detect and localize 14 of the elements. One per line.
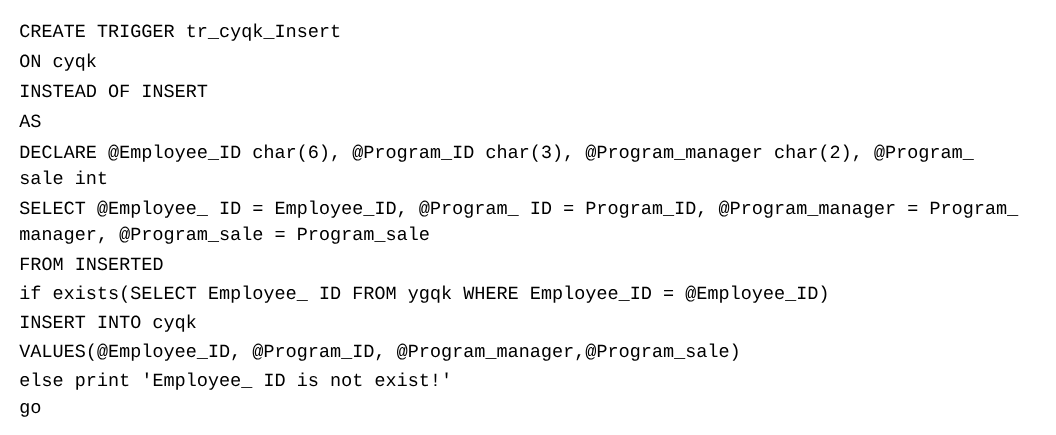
code-line: SELECT @Employee_ ID = Employee_ID, @Program_ ID = Program_ID, @Program_manager = Program_ [19,200,1019,218]
code-line: go [20,403,41,417]
code-line: FROM INSERTED [20,257,163,271]
code-line: INSERT INTO cyqk [21,314,196,332]
code-line: CREATE TRIGGER tr_cyqk_Insert [20,23,340,41]
code-line: ON cyqk [20,53,96,71]
code-line: manager, @Program_sale = Program_sale [20,226,429,244]
code-line: sale int [20,170,107,185]
code-line: INSTEAD OF INSERT [21,84,208,98]
code-line: if exists(SELECT Employee_ ID FROM ygqk WHERE Employee_ID = @Employee_ID) [20,285,827,303]
code-line: VALUES(@Employee_ID, @Program_ID, @Program_manager,@Program_sale) [19,343,738,361]
code-line: AS [19,114,41,128]
code-line: else print 'Employee_ ID is not exist!' [20,372,448,390]
code-line: DECLARE @Employee_ID char(6), @Program_ID char(3), @Program_manager char(2), @Program_ [20,144,974,162]
